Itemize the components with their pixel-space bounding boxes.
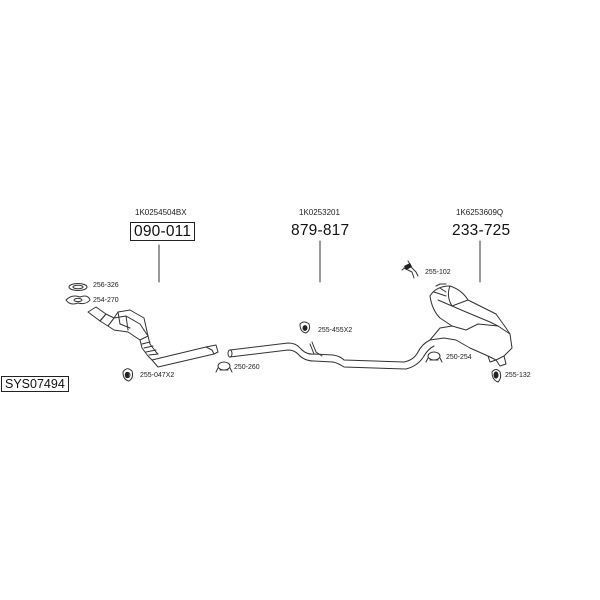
clamp-250-260 [215, 361, 233, 373]
assembly-2-oem: 1K0253201 [299, 208, 340, 217]
label-rubber-mount-rear: 255-132 [505, 372, 531, 379]
clamp-250-254 [425, 351, 443, 363]
bracket-fill [404, 263, 412, 270]
label-clamp-rear: 250-254 [446, 354, 472, 361]
flange-gasket-254-270 [65, 295, 91, 305]
assembly-2-part-number: 879-817 [291, 222, 350, 239]
rubber-hanger-fill [124, 371, 130, 379]
label-gasket-ring: 256-326 [93, 282, 119, 289]
assembly-1-oem: 1K0254504BX [135, 208, 187, 217]
rubber-hanger-fill [302, 325, 308, 331]
label-rubber-hanger-front: 255-047X2 [140, 372, 175, 379]
label-flange-gasket: 254-270 [93, 297, 119, 304]
middle-pipe-879-817 [227, 339, 435, 370]
gasket-ring-256-326 [68, 283, 88, 291]
rear-silencer-233-725 [429, 283, 513, 367]
assembly-1-part-number: 090-011 [130, 222, 196, 241]
label-bracket-rear: 255-102 [425, 269, 451, 276]
diagram-id: SYS07494 [1, 376, 69, 392]
assembly-3-oem: 1K6253609Q [456, 208, 504, 217]
label-rubber-hanger-mid: 255-455X2 [318, 327, 353, 334]
label-clamp-front: 250-260 [234, 364, 260, 371]
rubber-mount-fill [493, 371, 499, 379]
catalytic-converter-090-011 [87, 306, 219, 368]
assembly-3-part-number: 233-725 [452, 222, 511, 239]
